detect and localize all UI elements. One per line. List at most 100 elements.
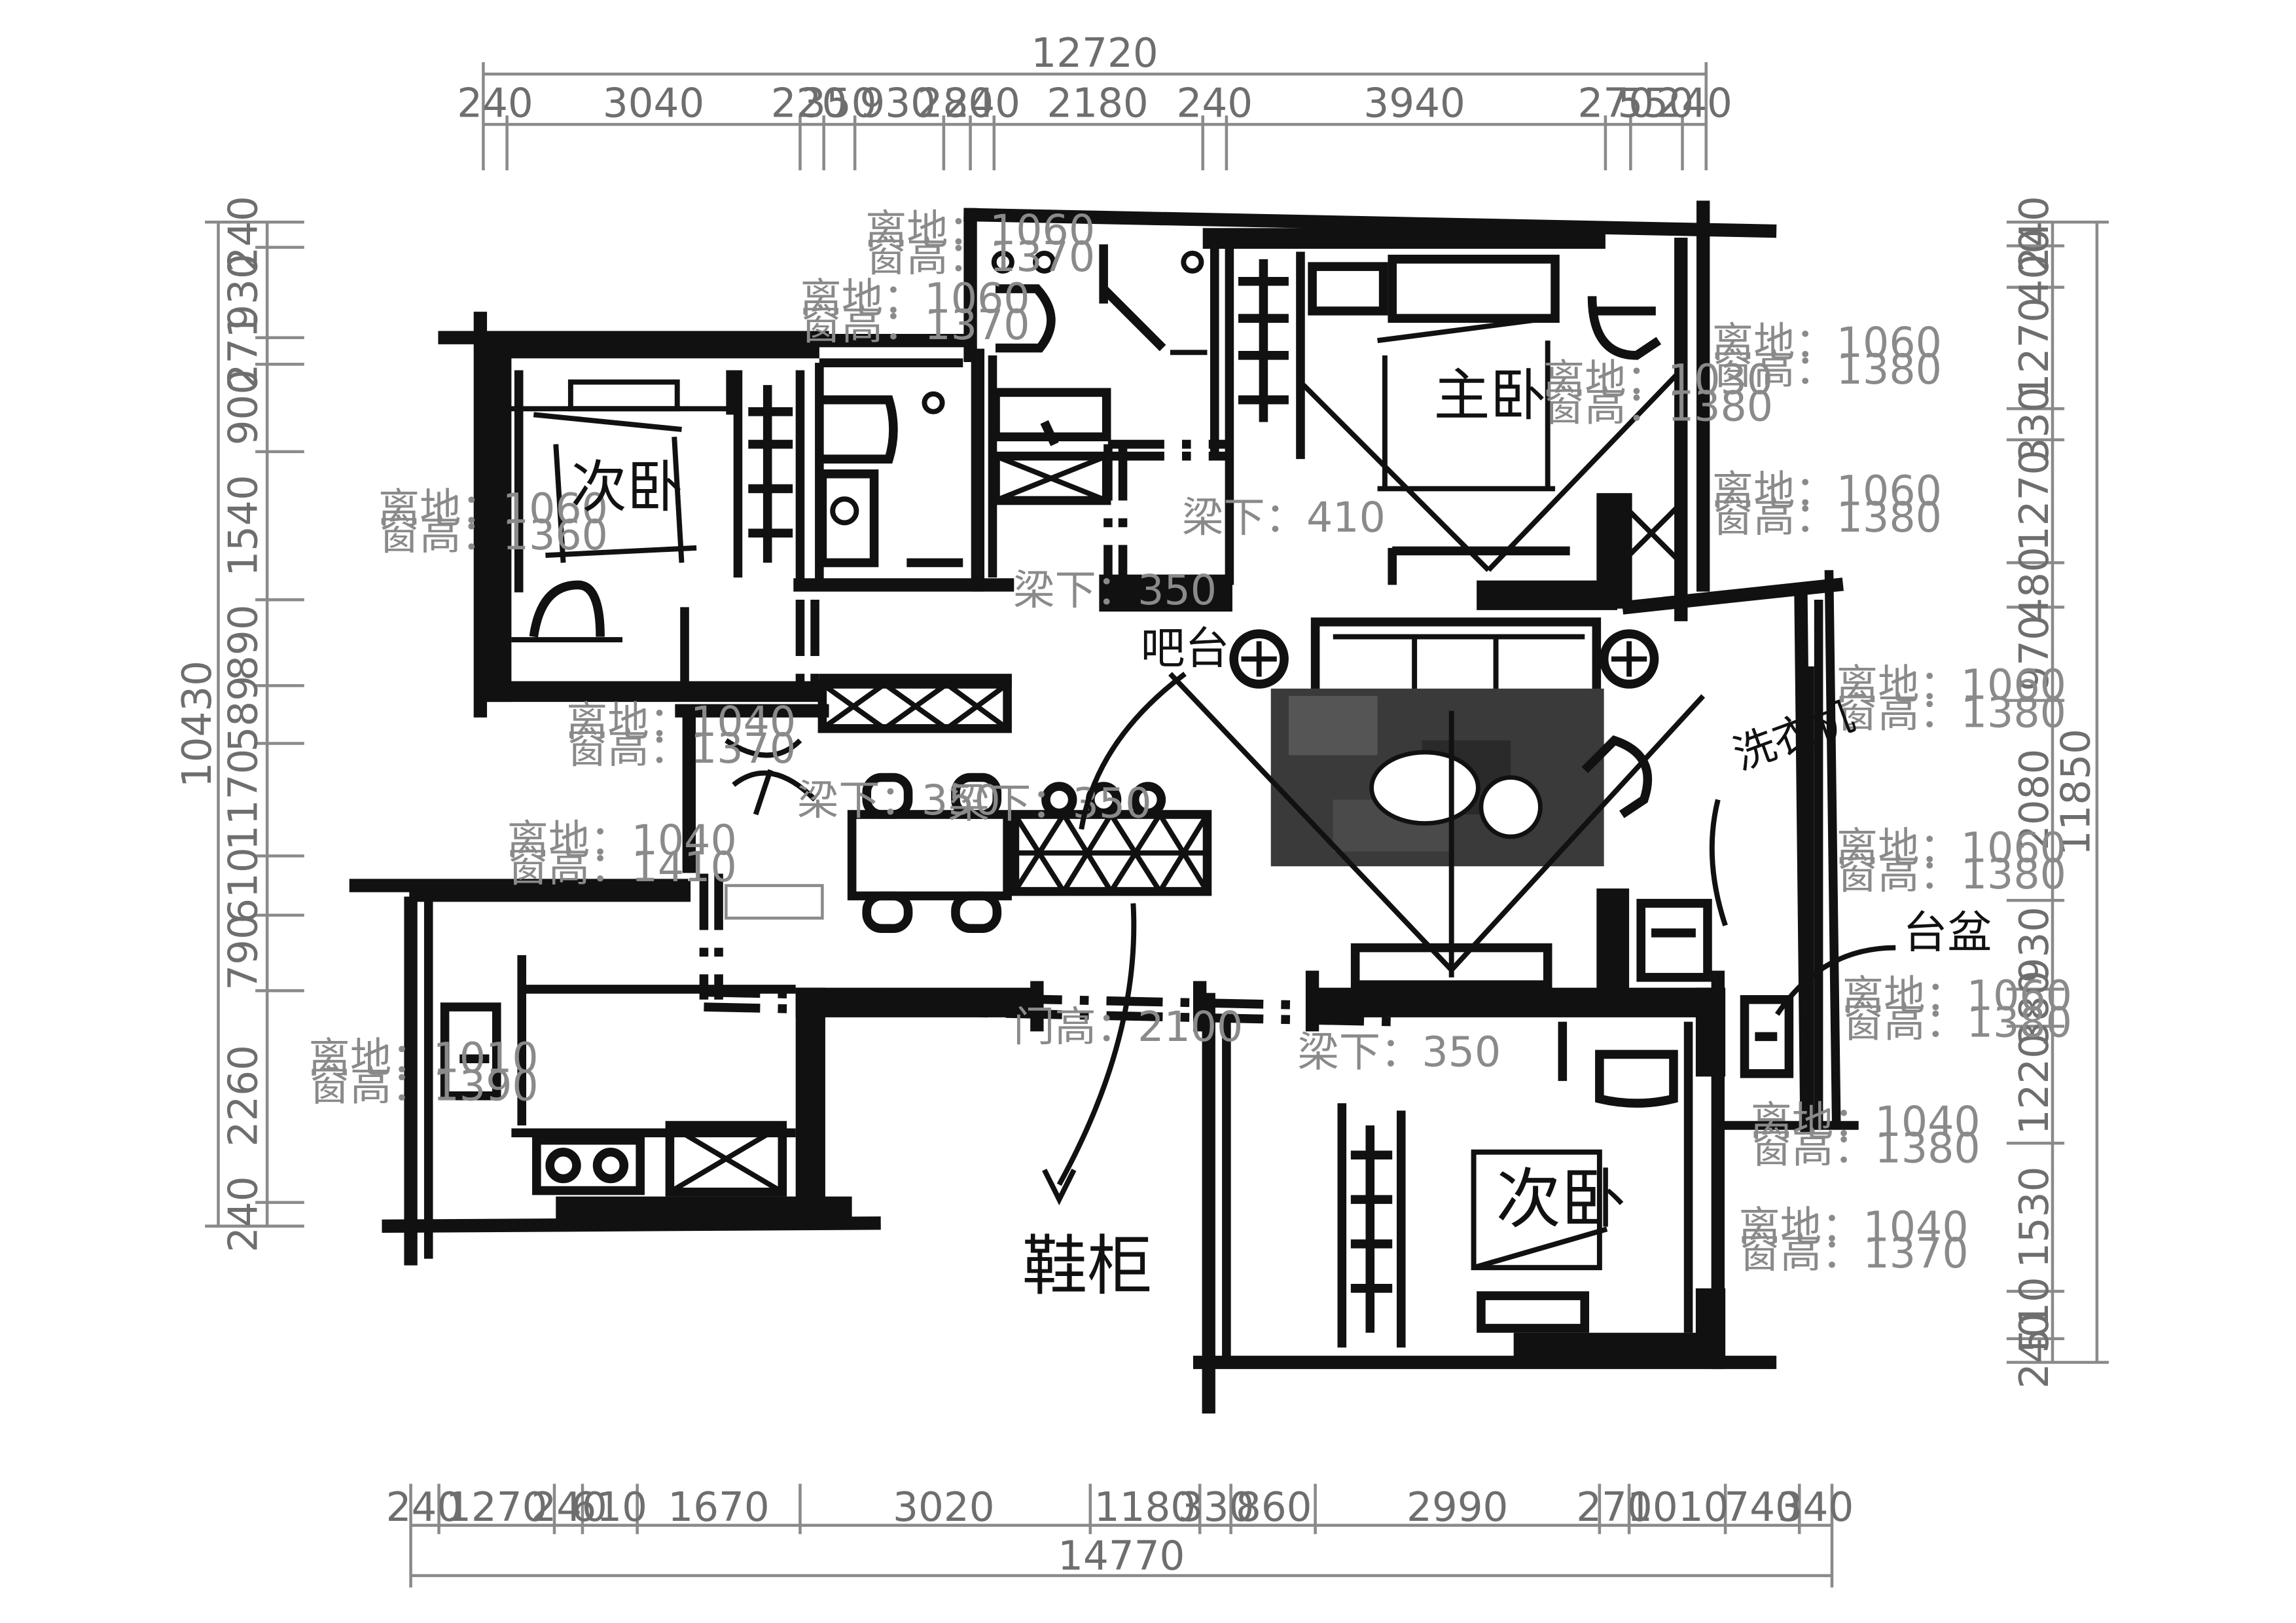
dim-right-total: 11850: [2053, 729, 2100, 856]
window-note-4-a: 离地：1040: [507, 816, 737, 864]
dim-top-12: 240: [1656, 81, 1732, 127]
room-labels: 次卧 主卧 次卧: [571, 363, 1626, 1237]
dim-left-4: 1540: [220, 475, 266, 576]
dim-top-11: 550: [1618, 81, 1695, 127]
dim-left-3: 900: [220, 369, 266, 446]
annotation-washing-machine: 洗衣机: [1727, 691, 1861, 780]
dim-bottom-11: 1010: [1627, 1484, 1729, 1531]
dim-bottom-6: 1180: [1094, 1484, 1196, 1531]
window-note-1-a: 离地：1060: [800, 274, 1030, 322]
window-note-9-b: 窗高：1380: [1837, 689, 2066, 737]
living-room: [1168, 617, 1706, 989]
left-bedroom: [507, 370, 805, 643]
dim-left-2: 271: [220, 313, 266, 390]
dim-left-0: 240: [220, 196, 266, 272]
dim-top-9: 3940: [1363, 81, 1465, 127]
dim-top-7: 2180: [1047, 81, 1148, 127]
dimension-left: 10430 240 930 271 900 1540 890 589 1170 …: [174, 196, 304, 1252]
dim-bottom-9: 2990: [1407, 1484, 1508, 1531]
window-note-10-b: 窗高：1380: [1837, 850, 2066, 898]
window-note-0-a: 离地：1060: [865, 206, 1095, 254]
dim-bottom-1: 1270: [446, 1484, 547, 1531]
beam-note-3: 梁下：350: [797, 776, 1001, 824]
window-note-3-b: 窗高：1370: [566, 724, 796, 773]
window-note-7-b: 窗高：1380: [1543, 382, 1773, 430]
beam-lines: [699, 439, 1393, 1027]
window-note-12-a: 离地：1040: [1751, 1097, 1981, 1146]
dim-left-1: 930: [220, 253, 266, 330]
window-note-8-a: 离地：1060: [1712, 466, 1942, 515]
window-note-5-b: 窗高：1390: [309, 1062, 539, 1110]
window-note-6-a: 离地：1060: [1712, 318, 1942, 367]
dimension-top: 12720 240 3040 220 350 930 280 240 2180 …: [457, 30, 1732, 171]
window-note-10-a: 离地：1060: [1837, 823, 2066, 871]
dim-top-0: 240: [457, 81, 533, 127]
dim-left-9: 790: [220, 914, 266, 991]
label-second-bedroom-right: 次卧: [1496, 1162, 1626, 1237]
dim-left-7: 1170: [220, 749, 266, 850]
dim-bottom-13: 340: [1778, 1484, 1854, 1531]
dimension-right: 11850 240 400 1270 330 1270 480 970 2080…: [2006, 196, 2109, 1389]
dim-right-12: 510: [2011, 1277, 2058, 1353]
dim-bottom-2: 240: [531, 1484, 607, 1531]
dim-right-4: 1270: [2011, 450, 2058, 551]
annotation-basin: 台盆: [1903, 907, 1992, 959]
dim-top-6: 240: [944, 81, 1020, 127]
dim-right-1: 400: [2011, 228, 2058, 305]
dim-left-6: 589: [220, 676, 266, 752]
dim-bottom-10: 270: [1576, 1484, 1653, 1531]
door-height-note: 门高：2100: [1013, 1002, 1243, 1051]
dim-left-8: 610: [220, 847, 266, 924]
dim-bottom-4: 1670: [668, 1484, 769, 1531]
window-note-11-b: 窗高：1380: [1842, 998, 2072, 1046]
master-bedroom: [1238, 255, 1683, 585]
bathroom: [817, 244, 1208, 568]
dim-bottom-12: 740: [1724, 1484, 1801, 1531]
window-note-0-b: 窗高：1370: [865, 232, 1095, 281]
right-bedroom: [1337, 600, 1823, 1348]
dim-top-1: 3040: [603, 81, 704, 127]
beam-note-5: 梁下：350: [1297, 1028, 1501, 1076]
window-note-12-b: 窗高：1380: [1751, 1124, 1981, 1173]
dim-left-total: 10430: [174, 661, 221, 788]
walls: [349, 200, 1859, 1413]
beam-note-1: 梁下：410: [1182, 493, 1386, 541]
window-note-13-a: 离地：1040: [1738, 1202, 1968, 1250]
dim-right-3: 330: [2011, 387, 2058, 464]
dim-right-13: 240: [2011, 1313, 2058, 1389]
dim-bottom-7: 330: [1178, 1484, 1255, 1531]
annotation-bar: 吧台: [1141, 623, 1230, 674]
label-second-bedroom-left: 次卧: [571, 455, 683, 520]
dim-top-10: 270: [1577, 81, 1654, 127]
kitchen: [440, 955, 796, 1197]
beam-notes: 梁下：410 梁下：350 梁下：350 梁下：350 梁下：350 门高：21…: [797, 493, 1501, 1076]
dim-bottom-0: 240: [386, 1484, 463, 1531]
dim-right-11: 1530: [2011, 1167, 2058, 1268]
dim-bottom-3: 610: [571, 1484, 647, 1531]
window-notes: 离地：1060 窗高：1370 离地：1060 窗高：1370 离地：1060 …: [309, 206, 2072, 1277]
dim-top-3: 350: [800, 81, 877, 127]
dim-bottom-5: 3020: [893, 1484, 994, 1531]
dim-right-10: 1220: [2011, 1033, 2058, 1135]
window-note-9-a: 离地：1060: [1837, 661, 2066, 709]
dim-right-2: 1270: [2011, 297, 2058, 399]
annotation-shoe-cabinet: 鞋柜: [1022, 1229, 1153, 1304]
window-note-2-b: 窗高：1360: [378, 511, 608, 559]
dim-left-10: 2260: [220, 1045, 266, 1146]
dim-right-8: 930: [2011, 907, 2058, 983]
window-note-6-b: 窗高：1380: [1712, 345, 1942, 393]
window-note-8-b: 窗高：1380: [1712, 493, 1942, 541]
dim-left-5: 890: [220, 604, 266, 681]
dim-bottom-8: 860: [1236, 1484, 1312, 1531]
dim-bottom-total: 14770: [1058, 1533, 1185, 1580]
window-note-13-b: 窗高：1370: [1738, 1229, 1968, 1277]
beam-note-2: 梁下：350: [1013, 566, 1217, 614]
coffee-table: [1369, 750, 1480, 826]
dim-top-4: 930: [859, 81, 936, 127]
window-note-7-a: 离地：1030: [1543, 356, 1773, 404]
dim-top-5: 280: [918, 81, 994, 127]
window-note-2-a: 离地：1060: [378, 484, 608, 532]
dim-right-9: 380: [2011, 970, 2058, 1047]
